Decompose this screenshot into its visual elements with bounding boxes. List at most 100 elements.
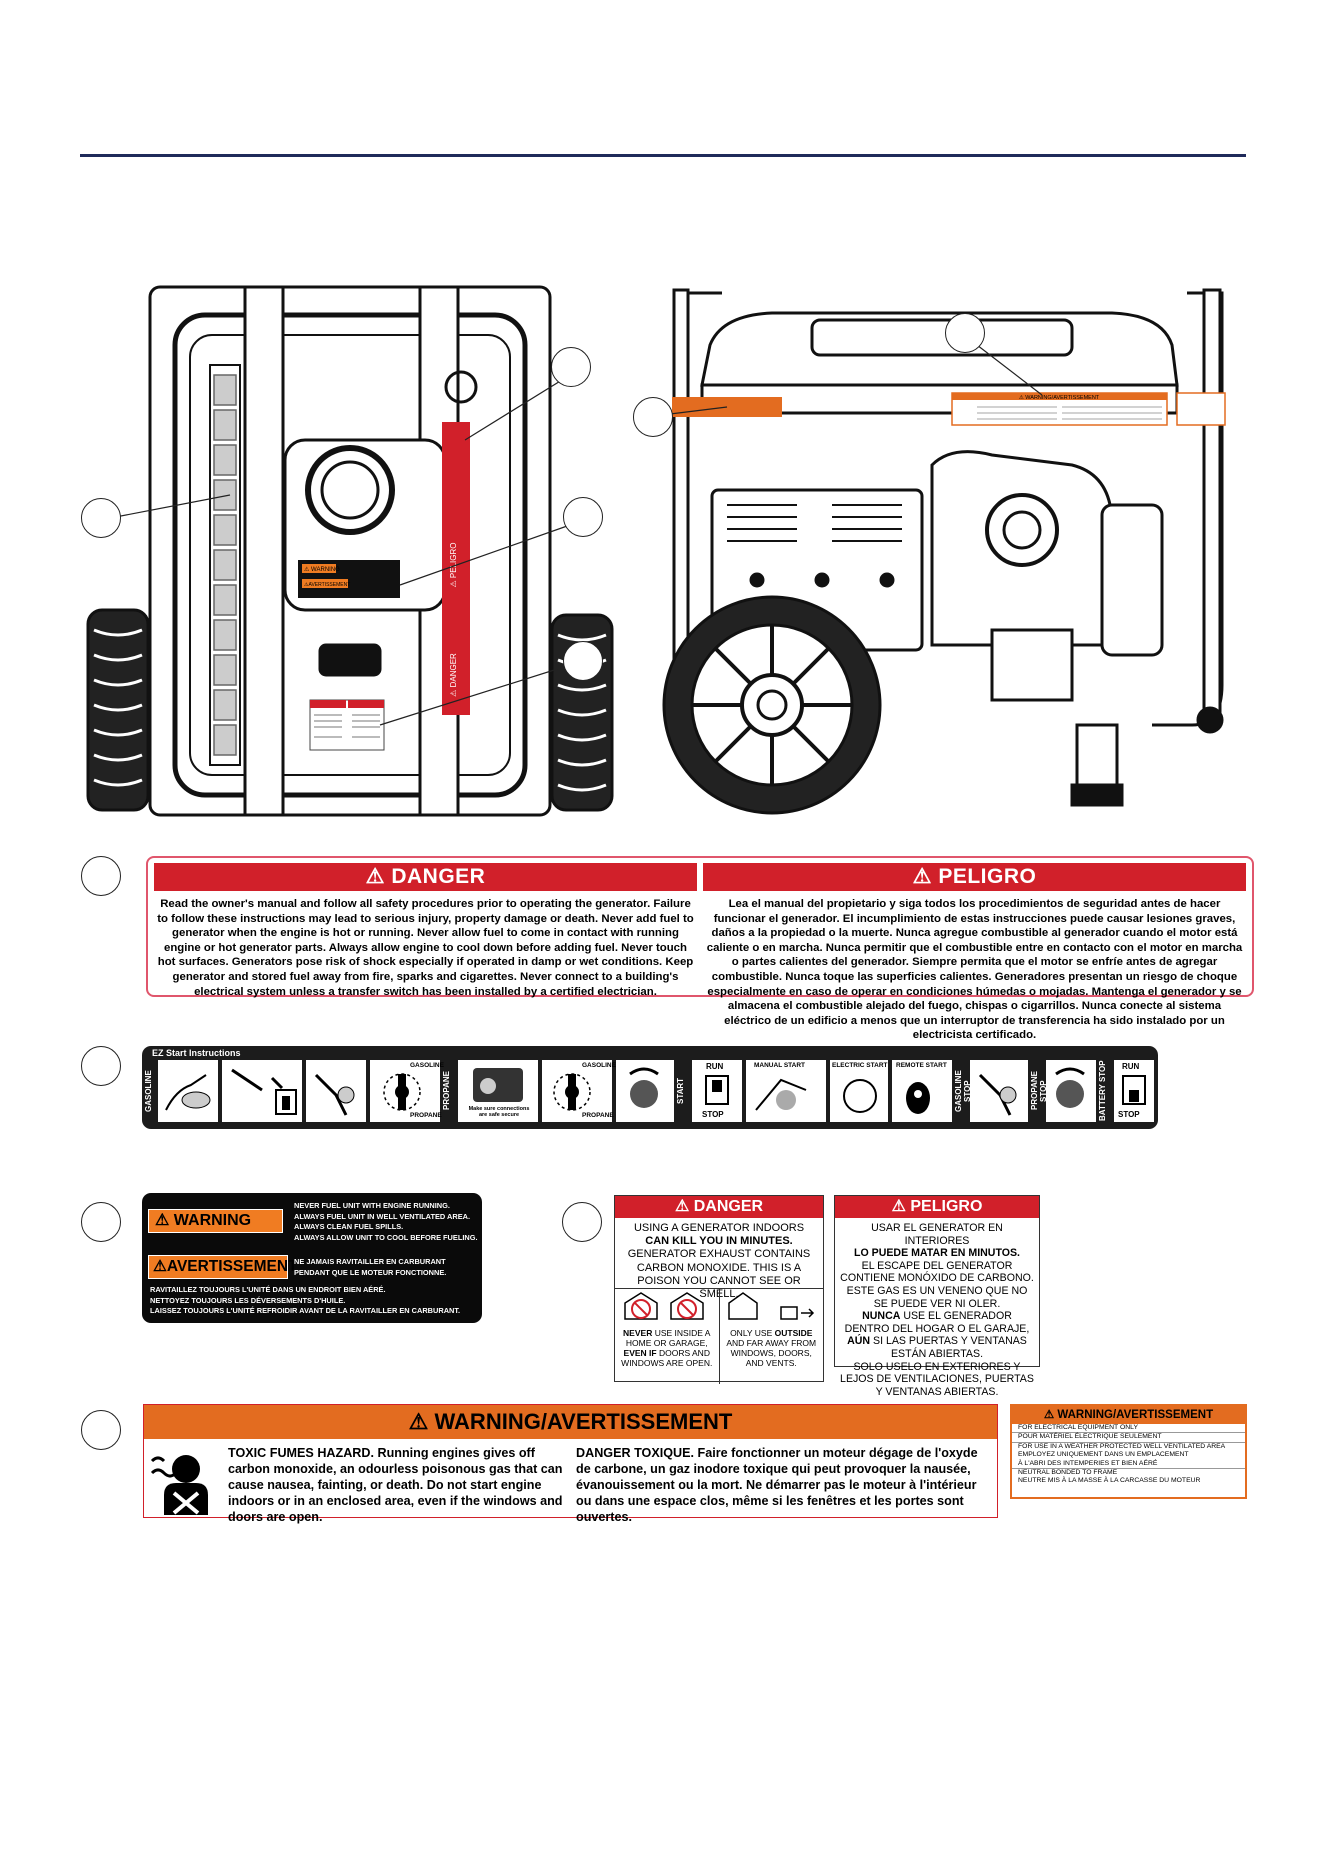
warning-fr-line: NETTOYEZ TOUJOURS LES DÉVERSEMENTS D'HUI… [150, 1295, 346, 1305]
peligro-bold: NUNCA [862, 1310, 901, 1323]
fuel-warning-label: ⚠ WARNING NEVER FUEL UNIT WITH ENGINE RU… [142, 1193, 482, 1323]
peligro-column: ⚠ PELIGRO Lea el manual del propietario … [703, 863, 1246, 1041]
electrical-warning-line: NEUTRAL BONDED TO FRAME [1018, 1469, 1118, 1477]
warning-tag: ⚠ WARNING [148, 1209, 283, 1233]
co-danger-text: USING A GENERATOR INDOORS CAN KILL YOU I… [615, 1218, 823, 1300]
ez-battery-stop-label: BATTERY STOP [1098, 1060, 1107, 1122]
ez-propane-note: Make sure connections are safe secure [468, 1106, 530, 1118]
ez-propane-small-2: PROPANE [582, 1112, 614, 1119]
danger-text: Read the owner's manual and follow all s… [157, 898, 694, 998]
peligro-line: LO PUEDE MATAR EN MINUTOS. [854, 1247, 1020, 1260]
warning-fr-line: RAVITAILLEZ TOUJOURS L'UNITÉ DANS UN END… [150, 1285, 386, 1294]
co-peligro-title: ⚠ PELIGRO [835, 1196, 1039, 1218]
no-indoor-icon [624, 1292, 704, 1320]
ez-run-stop-switch: RUN STOP [692, 1060, 742, 1122]
top-danger-vertical-1: ⚠ PELIGRO [449, 543, 458, 588]
co-only-text-2: AND FAR AWAY FROM WINDOWS, DOORS, AND VE… [726, 1338, 817, 1368]
ez-run-label-2: RUN [1122, 1062, 1140, 1071]
danger-title: ⚠ DANGER [154, 863, 697, 891]
peligro-text-part: USE EL GENERADOR DENTRO DEL HOGAR O EL G… [844, 1310, 1030, 1335]
co-even-text: DOORS AND WINDOWS ARE OPEN. [621, 1348, 713, 1368]
ez-gasoline-label: GASOLINE [144, 1070, 153, 1112]
ez-gasoline-small-2: GASOLINE [582, 1062, 616, 1069]
ez-step-selector-gasoline: GASOLINE PROPANE [370, 1060, 444, 1122]
warning-fr-line: NE JAMAIS RAVITAILLER EN CARBURANT [294, 1257, 446, 1266]
co-only-text: ONLY USE [730, 1328, 775, 1338]
ez-electric-start-label: ELECTRIC START [832, 1062, 888, 1069]
top-avert-small: ⚠AVERTISSEMENT [304, 582, 350, 588]
callout-marker [81, 1410, 121, 1450]
ez-start-title: EZ Start Instructions [152, 1048, 241, 1058]
electrical-warning-line: NEUTRE MIS À LA MASSE À LA CARCASSE DU M… [1018, 1477, 1201, 1485]
warning-en-line: ALWAYS FUEL UNIT IN WELL VENTILATED AREA… [294, 1211, 471, 1221]
peligro-title: ⚠ PELIGRO [703, 863, 1246, 891]
warning-en-line: ALWAYS CLEAN FUEL SPILLS. [294, 1222, 404, 1231]
ez-gasoline-small: GASOLINE [410, 1062, 444, 1069]
ez-step-choke-icon [616, 1060, 674, 1122]
toxic-fumes-icon [150, 1443, 222, 1515]
callout-marker [563, 497, 603, 537]
callout-marker [945, 313, 985, 353]
electrical-warning-line: POUR MATÉRIEL ÉLECTRIQUE SEULEMENT [1012, 1433, 1245, 1443]
co-text-bold: CAN KILL YOU IN MINUTES. [645, 1235, 793, 1248]
warning-en-lines: NEVER FUEL UNIT WITH ENGINE RUNNING. ALW… [294, 1201, 478, 1243]
warning-fr-bottom: RAVITAILLEZ TOUJOURS L'UNITÉ DANS UN END… [150, 1285, 460, 1317]
callout-marker [562, 1202, 602, 1242]
ez-propane-small: PROPANE [410, 1112, 442, 1119]
ez-step-valve-icon [306, 1060, 366, 1122]
peligro-line: USAR EL GENERATOR EN INTERIORES [871, 1222, 1003, 1247]
callout-marker [81, 1202, 121, 1242]
electrical-warning-line: À L'ABRI DES INTEMPERIES ET BIEN AÉRÉ [1012, 1460, 1245, 1470]
co-never-bold: NEVER [623, 1328, 653, 1338]
callout-marker [551, 347, 591, 387]
callout-marker [81, 1046, 121, 1086]
peligro-line: SOLO USELO EN EXTERIORES Y LEJOS DE VENT… [840, 1360, 1034, 1398]
top-danger-vertical-2: ⚠ DANGER [449, 653, 458, 697]
ez-run-label: RUN [706, 1062, 724, 1071]
co-even-bold: EVEN IF [623, 1348, 657, 1358]
electrical-warning-line: EMPLOYEZ UNIQUEMENT DANS UN EMPLACEMENT [1018, 1451, 1189, 1459]
avertissement-tag: ⚠AVERTISSEMENT [148, 1255, 298, 1279]
toxic-warning-fr: DANGER TOXIQUE. Faire fonctionner un mot… [576, 1446, 978, 1524]
peligro-line: EL ESCAPE DEL GENERATOR CONTIENE MONÓXID… [840, 1259, 1034, 1285]
side-warning-label: ⚠ WARNING/AVERTISSEMENT [1019, 394, 1100, 401]
electrical-warning-title: ⚠ WARNING/AVERTISSEMENT [1012, 1406, 1245, 1424]
ez-electric-start-icon: ELECTRIC START [830, 1060, 888, 1122]
toxic-warning-en: TOXIC FUMES HAZARD. Running engines give… [228, 1446, 563, 1524]
electrical-warning-line: FOR ELECTRICAL EQUIPMENT ONLY [1012, 1424, 1245, 1434]
co-danger-label: ⚠ DANGER USING A GENERATOR INDOORS CAN K… [614, 1195, 824, 1384]
warning-en-line: ALWAYS ALLOW UNIT TO COOL BEFORE FUELING… [294, 1232, 478, 1242]
callout-marker [563, 641, 603, 681]
callout-marker [81, 856, 121, 896]
warning-fr-line: LAISSEZ TOUJOURS L'UNITÉ REFROIDIR AVANT… [150, 1306, 461, 1315]
peligro-line: NUNCA USE EL GENERADOR DENTRO DEL HOGAR … [839, 1310, 1035, 1360]
peligro-bold: AÚN [847, 1335, 871, 1348]
ez-start-label: START [676, 1077, 685, 1105]
ez-propane-label: PROPANE [442, 1071, 451, 1111]
warning-fr-line: PENDANT QUE LE MOTEUR FONCTIONNE. [294, 1267, 447, 1277]
warning-en-line: NEVER FUEL UNIT WITH ENGINE RUNNING. [294, 1201, 450, 1210]
danger-column: ⚠ DANGER Read the owner's manual and fol… [154, 863, 697, 998]
co-danger-title: ⚠ DANGER [615, 1196, 823, 1218]
callout-marker [81, 498, 121, 538]
top-warning-small: ⚠ WARNING [304, 566, 340, 573]
ez-step-oil-icon [222, 1060, 302, 1122]
electrical-warning-label: ⚠ WARNING/AVERTISSEMENT FOR ELECTRICAL E… [1010, 1404, 1247, 1499]
ez-remote-start-icon: REMOTE START [892, 1060, 952, 1122]
peligro-line: ESTE GAS ES UN VENENO QUE NO SE PUEDE VE… [846, 1284, 1028, 1310]
co-peligro-text: USAR EL GENERATOR EN INTERIORES LO PUEDE… [835, 1218, 1039, 1402]
warning-fr-right: NE JAMAIS RAVITAILLER EN CARBURANT PENDA… [294, 1257, 446, 1278]
ez-step-fuel-icon [158, 1060, 218, 1122]
co-peligro-label: ⚠ PELIGRO USAR EL GENERATOR EN INTERIORE… [834, 1195, 1040, 1398]
co-pictograms: NEVER USE INSIDE A HOME OR GARAGE, EVEN … [615, 1288, 823, 1384]
callout-marker [633, 397, 673, 437]
ez-stop-label-2: STOP [1118, 1110, 1140, 1119]
ez-gasoline-stop-icon [970, 1060, 1028, 1122]
ez-manual-start-icon: MANUAL START [746, 1060, 826, 1122]
co-text-part: USING A GENERATOR INDOORS [633, 1222, 805, 1234]
electrical-warning-line: FOR USE IN A WEATHER PROTECTED WELL VENT… [1018, 1442, 1226, 1450]
co-outside-panel: ONLY USE OUTSIDE AND FAR AWAY FROM WINDO… [720, 1289, 824, 1384]
ez-stop-label: STOP [702, 1110, 724, 1119]
ez-propane-stop-label: PROPANE STOP [1030, 1071, 1048, 1111]
toxic-warning-title: ⚠ WARNING/AVERTISSEMENT [144, 1405, 997, 1439]
